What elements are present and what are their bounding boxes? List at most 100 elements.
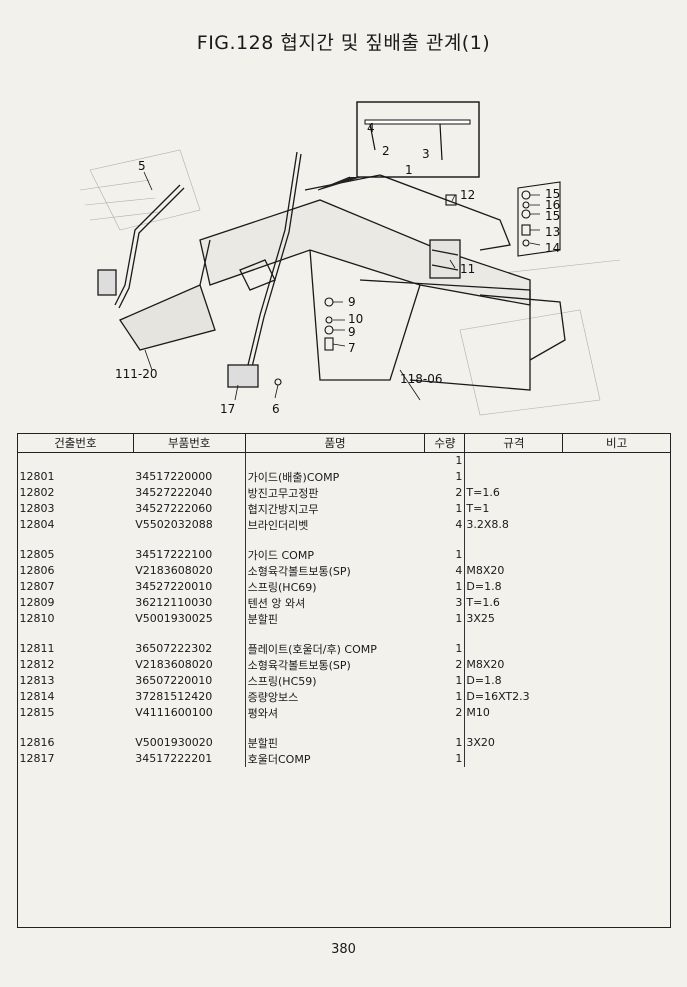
cell-part-name: 가이드(배출)COMP xyxy=(244,468,425,485)
cell-part-no: 34527222060 xyxy=(135,502,213,516)
holder-assembly xyxy=(304,174,511,279)
cell-part-no: 34527220010 xyxy=(135,580,213,594)
table-row: 12801 34517220000 가이드(배출)COMP 1 xyxy=(18,468,671,485)
cell-part-no: 34517222201 xyxy=(135,752,213,766)
cell-spec: M8X20 xyxy=(466,658,505,672)
cell-qty: 1 xyxy=(424,500,466,517)
cell-remarks xyxy=(563,689,671,705)
cell-remarks xyxy=(563,673,671,689)
table-row: 12812 V2183608020 소형육각볼트보통(SP) 2 M8X20 xyxy=(18,656,671,673)
cell-remarks xyxy=(563,469,671,485)
cell-spec: D=16XT2.3 xyxy=(466,690,530,704)
cell-qty: 4 xyxy=(424,516,466,533)
cell-part-no xyxy=(133,453,245,469)
cell-item-no: 12802 xyxy=(19,486,55,500)
cell-spec: D=1.8 xyxy=(466,674,502,688)
cell-part-no: V5001930020 xyxy=(135,736,213,750)
cell-remarks xyxy=(563,563,671,579)
cell-part-name: 스프링(HC59) xyxy=(244,672,425,689)
cell-part-name: 텐션 앙 와셔 xyxy=(244,594,425,611)
cell-remarks xyxy=(563,501,671,517)
cell-item-no: 12812 xyxy=(19,658,55,672)
callout-9-top: 9 xyxy=(348,295,356,309)
header-remarks: 비고 xyxy=(562,433,671,453)
cell-spec: T=1.6 xyxy=(466,486,500,500)
cell-spec: D=1.8 xyxy=(466,580,502,594)
cell-part-no: 34517222100 xyxy=(135,548,213,562)
cell-remarks xyxy=(563,517,671,533)
cell-qty: 1 xyxy=(424,468,466,485)
cell-remarks xyxy=(563,485,671,501)
spacer-row xyxy=(18,720,671,735)
cell-part-no: 34527222040 xyxy=(135,486,213,500)
cell-part-no: V2183608020 xyxy=(135,658,213,672)
cell-part-name: 가이드 COMP xyxy=(244,546,425,563)
cell-item-no: 12801 xyxy=(19,470,55,484)
cell-part-name: 분할핀 xyxy=(244,734,425,751)
header-qty: 수량 xyxy=(424,433,466,453)
cell-item-no: 12803 xyxy=(19,502,55,516)
table-row: 12816 V5001930020 분할핀 1 3X20 xyxy=(18,734,671,751)
callout-12: 12 xyxy=(460,188,475,202)
header-item-no: 건출번호 xyxy=(17,433,134,453)
cell-item-no: 12807 xyxy=(19,580,55,594)
cell-item-no: 12804 xyxy=(19,518,55,532)
cell-qty: 2 xyxy=(424,656,466,673)
cell-remarks xyxy=(563,657,671,673)
cell-part-no: 34517220000 xyxy=(135,470,213,484)
callout-9-bottom: 9 xyxy=(348,325,356,339)
header-part-no: 부품번호 xyxy=(132,433,246,453)
cell-item-no: 12806 xyxy=(19,564,55,578)
callout-16: 16 xyxy=(545,198,560,212)
cell-part-no: 37281512420 xyxy=(135,690,213,704)
cell-remarks xyxy=(563,751,671,767)
cell-part-no: 36212110030 xyxy=(135,596,213,610)
table-row: 12803 34527222060 협지간방지고무 1 T=1 xyxy=(18,500,671,517)
cell-part-no: V2183608020 xyxy=(135,564,213,578)
callout-5: 5 xyxy=(138,159,146,173)
cell-item-no: 12809 xyxy=(19,596,55,610)
cell-item-no: 12805 xyxy=(19,548,55,562)
callout-111-20: 111-20 xyxy=(115,367,158,381)
guide-rod-center xyxy=(227,151,302,388)
table-row: 12815 V4111600100 평와셔 2 M10 xyxy=(18,704,671,721)
cell-spec: T=1 xyxy=(466,502,490,516)
guide-rod-left xyxy=(97,184,185,309)
cell-remarks xyxy=(563,735,671,751)
callout-15-top: 15 xyxy=(545,187,560,201)
cell-remarks xyxy=(563,579,671,595)
cell-part-name xyxy=(244,452,425,469)
callout-2: 2 xyxy=(382,144,390,158)
callout-7: 7 xyxy=(348,341,356,355)
table-row: 12813 36507220010 스프링(HC59) 1 D=1.8 xyxy=(18,672,671,689)
cell-item-no: 12811 xyxy=(19,642,55,656)
table-row: 12804 V5502032088 브라인더리벳 4 3.2X8.8 xyxy=(18,516,671,533)
cell-spec xyxy=(465,469,563,485)
callout-17: 17 xyxy=(220,402,235,416)
cell-part-no: 36507220010 xyxy=(135,674,213,688)
cell-qty: 1 xyxy=(424,688,466,705)
bleed-through-lines xyxy=(79,149,621,416)
cell-part-name: 방진고무고정판 xyxy=(244,484,425,501)
header-spec: 규격 xyxy=(464,433,564,453)
table-header-row: 건출번호 부품번호 품명 수량 규격 비고 xyxy=(17,433,671,453)
leader-lines xyxy=(143,171,541,401)
cell-item-no xyxy=(18,453,134,469)
cell-part-name: 호울더COMP xyxy=(244,750,425,767)
cell-spec: 3.2X8.8 xyxy=(466,518,509,532)
callout-118-06: 118-06 xyxy=(400,372,443,386)
cell-spec: 3X25 xyxy=(466,612,495,626)
cell-item-no: 12816 xyxy=(19,736,55,750)
cell-qty: 4 xyxy=(424,562,466,579)
cell-part-no: V4111600100 xyxy=(135,706,213,720)
cell-qty: 1 xyxy=(424,578,466,595)
hardware-center xyxy=(274,297,334,386)
cell-remarks xyxy=(563,611,671,627)
cell-part-name: 증량앙보스 xyxy=(244,688,425,705)
cell-spec xyxy=(465,453,563,469)
cell-qty: 1 xyxy=(424,452,466,469)
cell-item-no: 12810 xyxy=(19,612,55,626)
cell-part-name: 분할핀 xyxy=(244,610,425,627)
cell-remarks xyxy=(563,453,671,469)
